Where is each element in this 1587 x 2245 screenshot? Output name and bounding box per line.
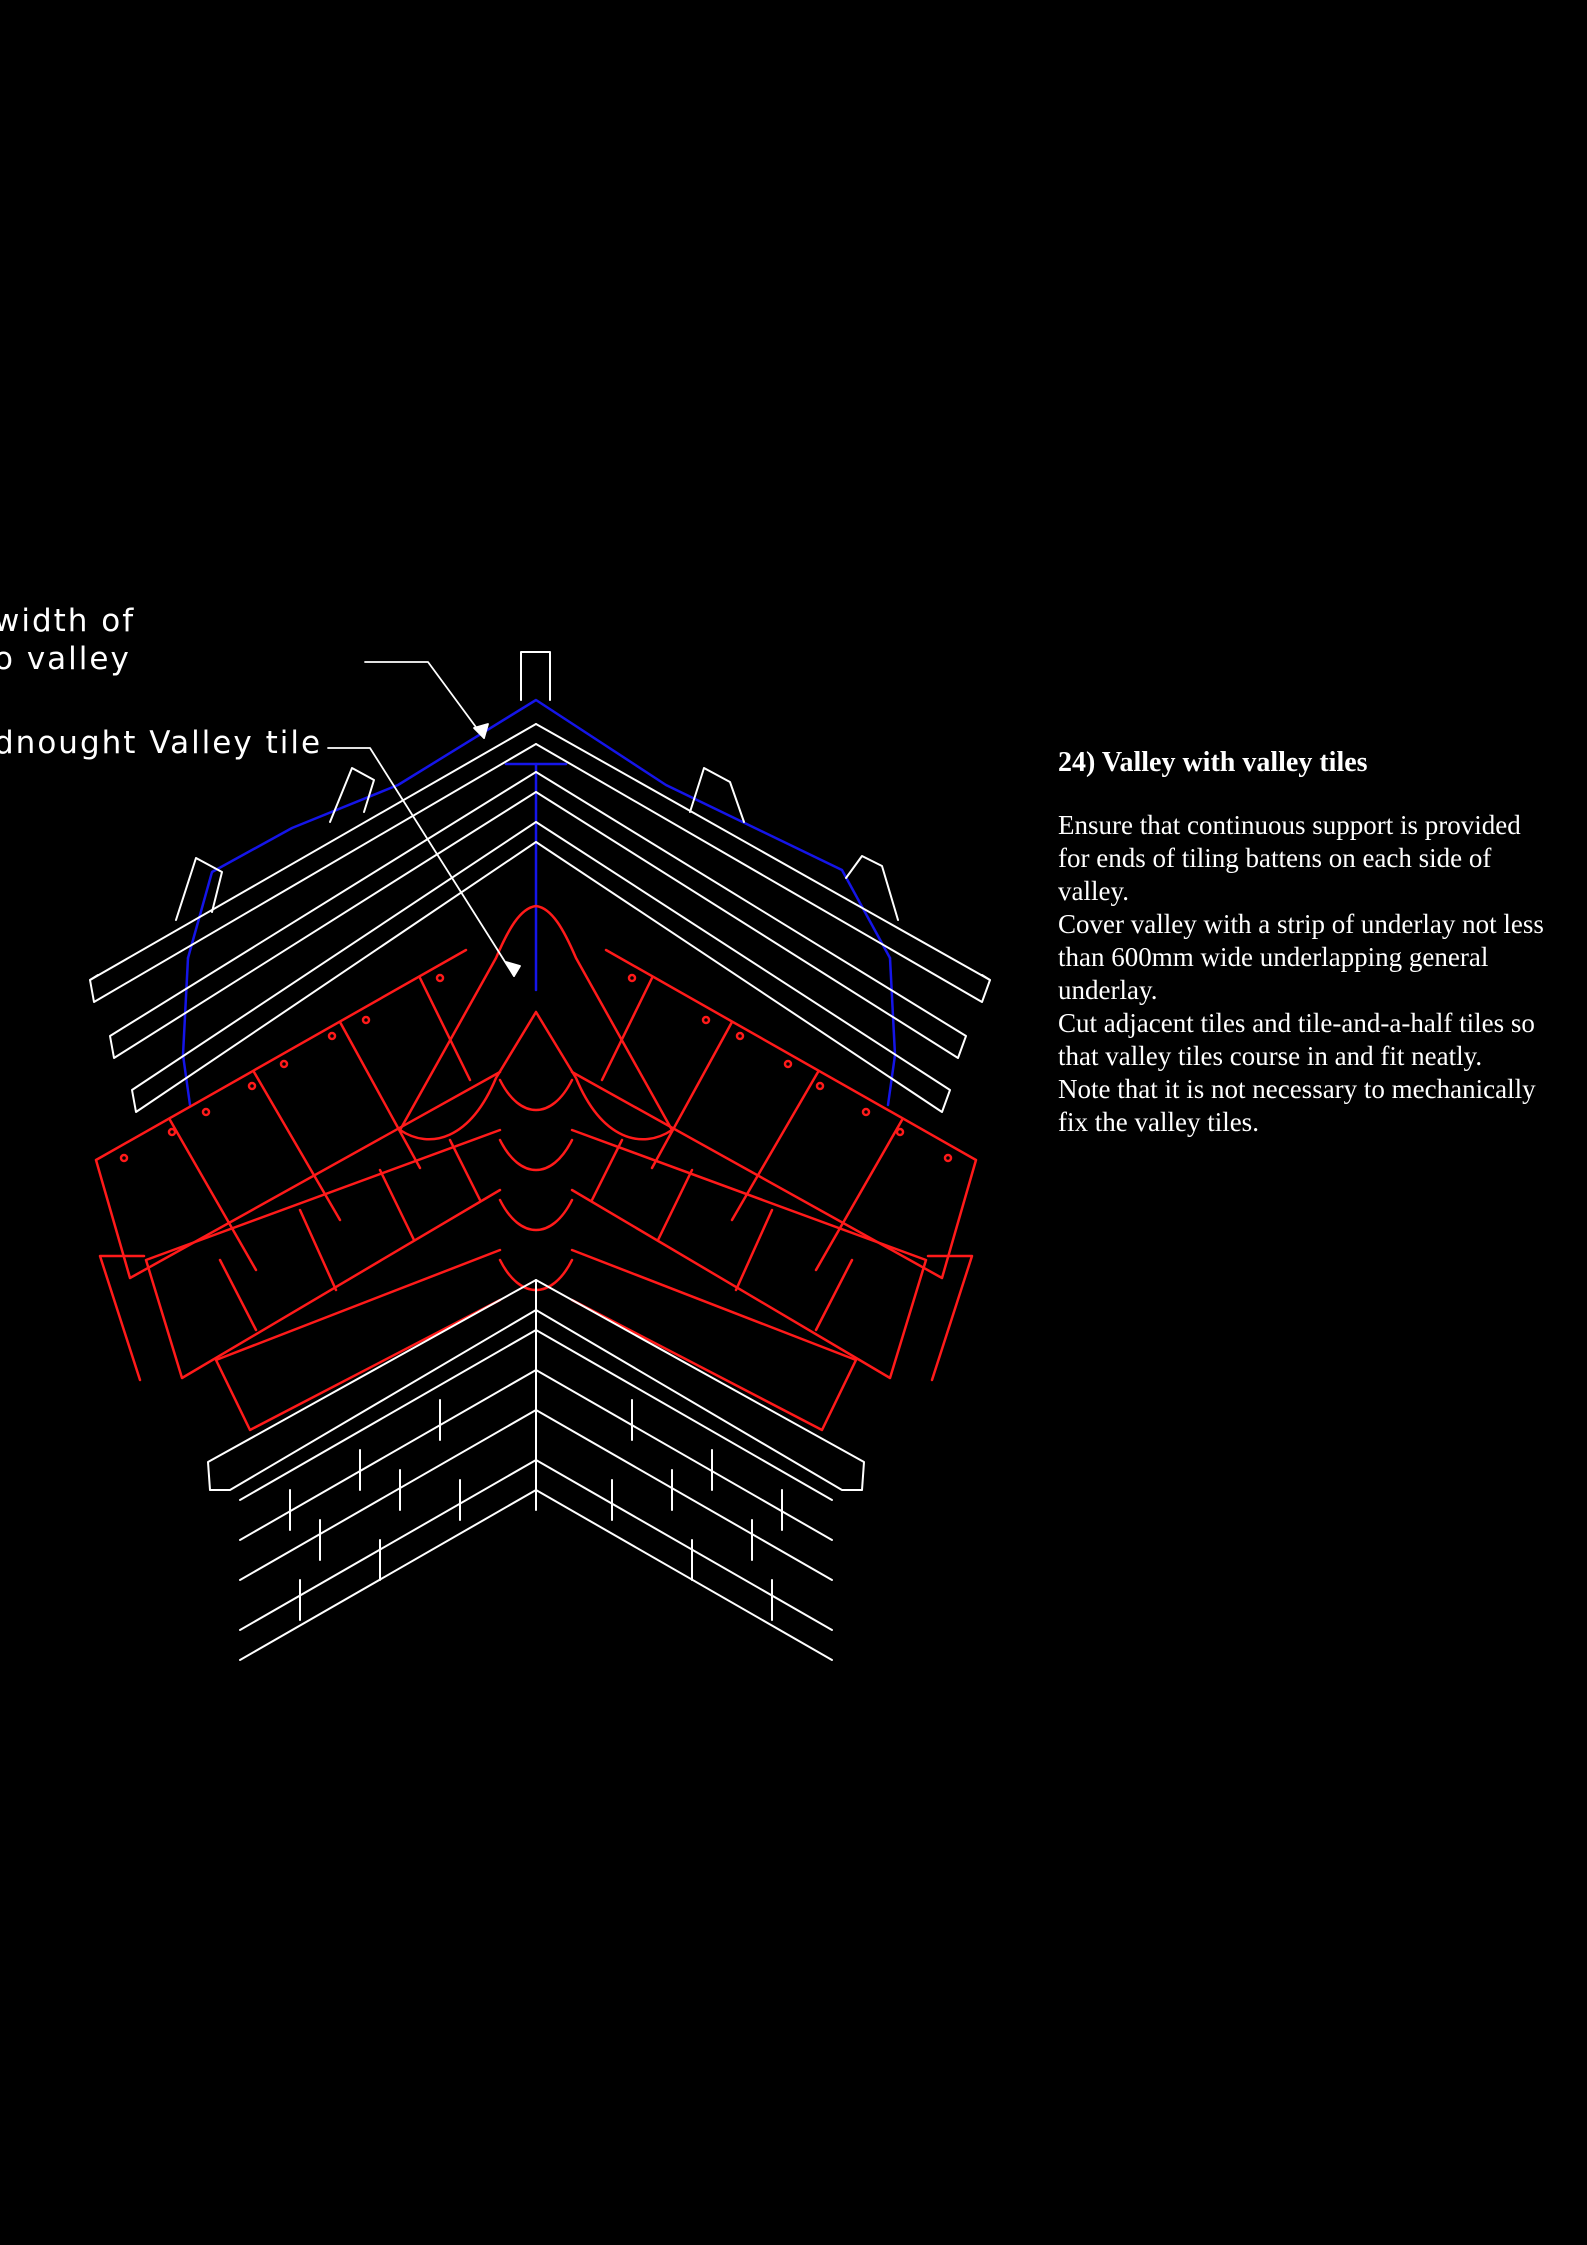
notes-title: 24) Valley with valley tiles — [1058, 747, 1368, 778]
tiling-battens — [89, 723, 991, 1113]
note-line: than 600mm wide underlapping general — [1058, 941, 1489, 972]
note-line: Ensure that continuous support is provid… — [1058, 809, 1521, 840]
note-line: Note that it is not necessary to mechani… — [1058, 1073, 1536, 1104]
eaves-brickwork — [207, 1279, 865, 1661]
underlay-label-line-1: width of — [0, 603, 136, 639]
note-line: fix the valley tiles. — [1058, 1106, 1259, 1137]
note-line: that valley tiles course in and fit neat… — [1058, 1040, 1483, 1071]
valley-tile-label: dnought Valley tile — [0, 725, 323, 761]
note-line: for ends of tiling battens on each side … — [1058, 842, 1492, 873]
note-line: Cover valley with a strip of underlay no… — [1058, 908, 1544, 939]
note-line: Cut adjacent tiles and tile-and-a-half t… — [1058, 1007, 1535, 1038]
notes-block: 24) Valley with valley tiles Ensure that… — [1058, 747, 1587, 1139]
leader-lines — [327, 661, 521, 977]
note-line: valley. — [1058, 875, 1129, 906]
underlay-label-line-2: o valley — [0, 641, 131, 677]
ridge-post — [520, 651, 551, 701]
note-line: underlay. — [1058, 974, 1158, 1005]
